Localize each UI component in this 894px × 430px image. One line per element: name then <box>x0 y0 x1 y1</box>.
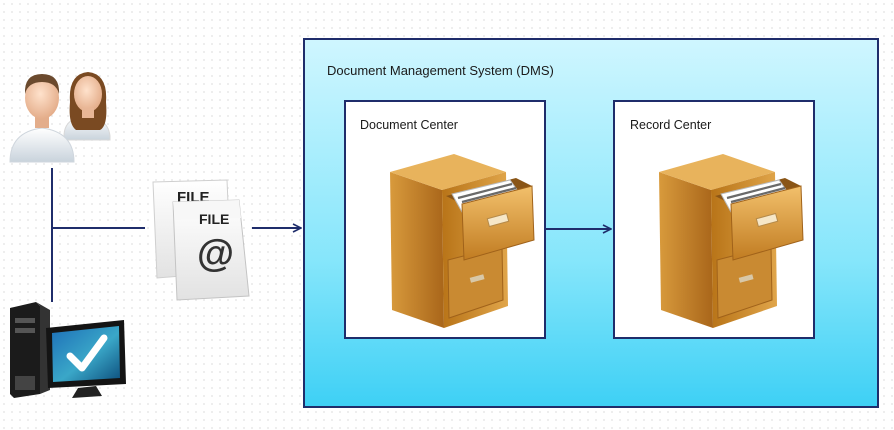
dms-title: Document Management System (DMS) <box>327 63 554 78</box>
filing-cabinet-icon <box>659 154 804 328</box>
file-email-icon: FILE FILE @ <box>152 179 250 301</box>
filing-cabinet-icon <box>390 154 535 328</box>
email-at-symbol: @ <box>197 233 234 275</box>
document-center-label: Document Center <box>360 118 458 132</box>
users-icon <box>9 72 111 163</box>
file-label-front: FILE <box>199 211 229 227</box>
computer-icon <box>10 302 126 398</box>
record-center-label: Record Center <box>630 118 712 132</box>
